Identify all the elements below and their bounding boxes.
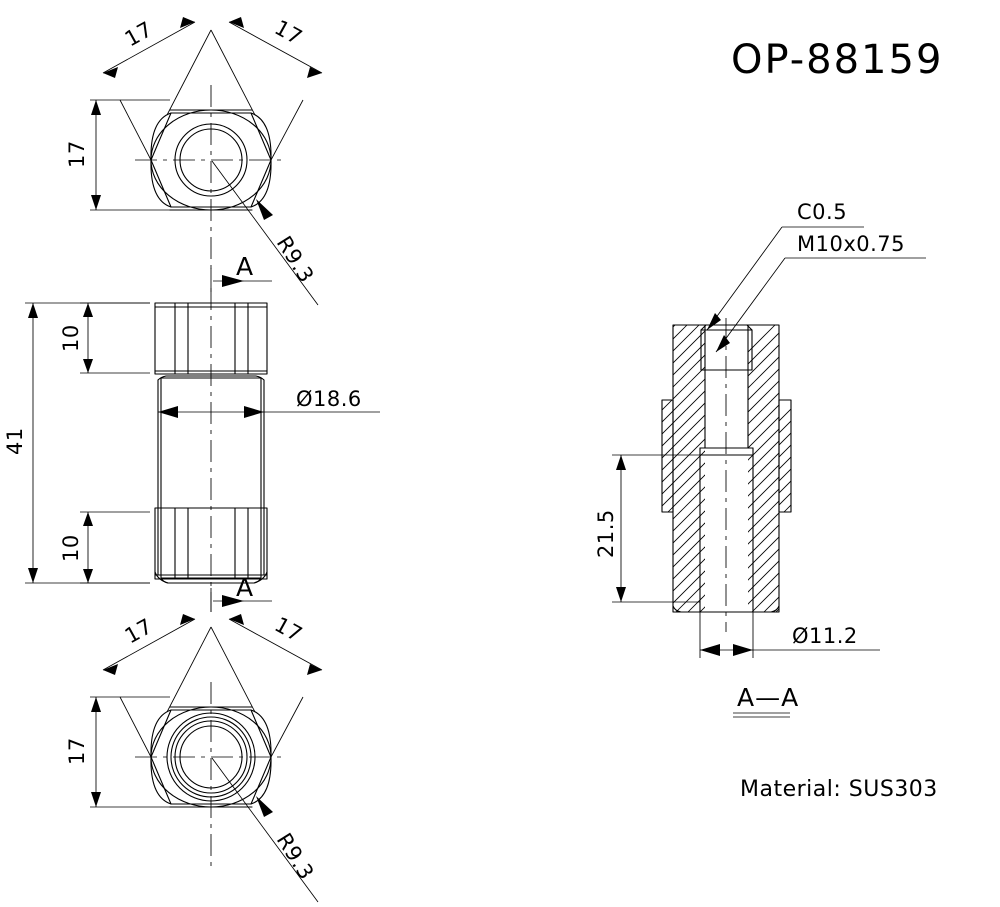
bottom-view-bore-outer <box>174 720 248 794</box>
front-dim-overall-text: 41 <box>3 427 27 455</box>
bottom-radius-note: R9.3 <box>272 829 319 884</box>
bottom-view-thread-mid <box>170 716 252 798</box>
section-view-outline <box>661 324 792 613</box>
top-radius-note: R9.3 <box>272 232 319 287</box>
front-dim-hex-top-text: 10 <box>59 324 83 352</box>
material-note: Material: SUS303 <box>740 777 938 802</box>
section-title: A—A <box>733 683 799 718</box>
bottom-dim-vertical: 17 <box>65 696 170 808</box>
front-view-group: A A 41 10 <box>3 252 380 612</box>
bottom-dim-ext-3 <box>119 696 152 758</box>
top-dim-left-diagonal: 17 <box>102 17 196 78</box>
front-dim-hex-bottom: 10 <box>59 511 150 584</box>
front-dim-diameter-text: Ø18.6 <box>296 387 362 411</box>
section-hatch-right-wall <box>748 325 779 612</box>
part-number-title: OP-88159 <box>731 37 943 83</box>
front-dim-overall: 41 <box>3 302 150 584</box>
section-dim-depth-text: 21.5 <box>594 509 618 558</box>
section-title-label: A—A <box>737 683 799 712</box>
section-hatch-left-flange <box>662 400 673 512</box>
top-dim-right-diagonal-text: 17 <box>271 15 307 49</box>
bottom-dim-right-diagonal-text: 17 <box>271 612 307 646</box>
chamfer-leader: C0.5 <box>706 200 864 331</box>
section-hatch-right-flange <box>779 400 791 512</box>
section-dim-bore-text: Ø11.2 <box>792 624 858 648</box>
bottom-dim-left-diagonal: 17 <box>102 614 196 675</box>
thread-leader: M10x0.75 <box>715 232 926 353</box>
front-dim-diameter: Ø18.6 <box>158 387 380 418</box>
front-view-hex-top <box>154 302 268 375</box>
top-dim-right-diagonal: 17 <box>228 15 323 78</box>
top-view-bore-outer <box>174 123 248 197</box>
top-dim-ext-3 <box>119 99 152 161</box>
top-dim-vertical: 17 <box>65 99 170 211</box>
top-dim-vertical-text: 17 <box>65 140 89 168</box>
bottom-dim-right-diagonal: 17 <box>228 612 323 675</box>
section-marker-top-label: A <box>236 252 254 281</box>
section-hatch-left-wall <box>673 325 705 612</box>
front-dim-hex-top: 10 <box>59 302 150 374</box>
top-view-bore-inner <box>179 128 243 192</box>
front-dim-hex-bottom-text: 10 <box>59 534 83 562</box>
top-view-group: 17 17 17 R9.3 <box>65 15 323 306</box>
bottom-view-thread-outer <box>166 712 256 802</box>
top-dim-ext-4 <box>270 99 304 161</box>
bottom-dim-ext-2 <box>210 626 256 713</box>
bottom-dim-ext-4 <box>270 696 304 758</box>
section-dim-depth: 21.5 <box>594 454 700 603</box>
bottom-view-bore-inner <box>179 725 243 789</box>
section-marker-bottom-label: A <box>236 573 254 602</box>
bottom-dim-ext-1 <box>166 626 212 713</box>
thread-note: M10x0.75 <box>797 232 905 256</box>
chamfer-note: C0.5 <box>797 200 847 224</box>
bottom-dim-vertical-text: 17 <box>65 737 89 765</box>
bottom-view-group: 17 17 17 R9.3 <box>65 612 323 903</box>
section-view-bore <box>699 324 754 613</box>
section-view-group: C0.5 M10x0.75 21.5 Ø11.2 <box>594 200 926 718</box>
top-dim-ext-2 <box>210 29 256 116</box>
top-dim-ext-1 <box>166 29 212 116</box>
front-view-hex-bottom <box>154 507 268 584</box>
section-marker-bottom: A <box>210 573 272 612</box>
section-marker-top: A <box>210 252 272 292</box>
section-dim-bore: Ø11.2 <box>699 612 880 658</box>
